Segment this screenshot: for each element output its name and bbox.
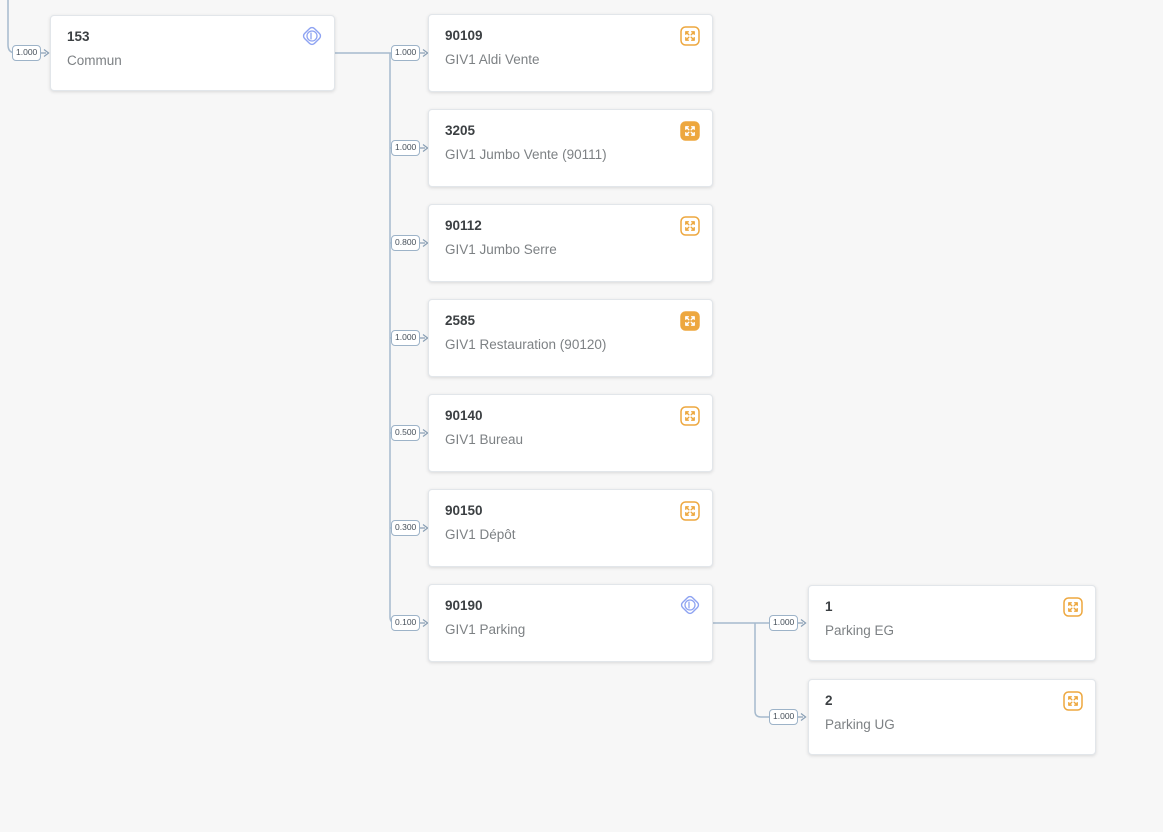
edge-weight-label: 0.100 [391, 614, 430, 632]
meter-node-card[interactable]: 2 Parking UG [808, 679, 1096, 755]
meter-node-id: 153 [67, 29, 90, 44]
edge-weight-label: 1.000 [391, 139, 430, 157]
edge-weight-value: 1.000 [12, 44, 42, 62]
meter-node-name: GIV1 Parking [445, 621, 526, 637]
meter-node-id: 90112 [445, 218, 482, 233]
meter-node-card[interactable]: 1 Parking EG [808, 585, 1096, 661]
edge-weight-value: 0.800 [391, 234, 421, 252]
virtual-meter-icon[interactable] [677, 592, 703, 618]
expand-outline-icon[interactable] [1063, 597, 1083, 617]
expand-outline-icon[interactable] [1063, 691, 1083, 711]
meter-node-id: 90109 [445, 28, 483, 43]
meter-node-name: GIV1 Dépôt [445, 526, 516, 542]
expand-filled-icon[interactable] [680, 121, 700, 141]
expand-outline-icon[interactable] [680, 406, 700, 426]
edge-arrow-icon [420, 144, 429, 152]
edge-weight-value: 1.000 [769, 614, 799, 632]
meter-node-name: Parking EG [825, 622, 895, 638]
meter-node-id: 90150 [445, 503, 483, 518]
meter-node-card[interactable]: 90112 GIV1 Jumbo Serre [428, 204, 713, 282]
expand-outline-icon[interactable] [680, 26, 700, 46]
meter-node-id: 1 [825, 599, 833, 614]
edge-arrow-icon [798, 619, 807, 627]
edge-weight-label: 1.000 [769, 708, 808, 726]
edge-arrow-icon [420, 524, 429, 532]
edge-weight-value: 1.000 [391, 139, 421, 157]
edge-weight-value: 1.000 [769, 708, 799, 726]
edge-weight-value: 0.300 [391, 519, 421, 537]
edge-arrow-icon [798, 713, 807, 721]
meter-node-name: GIV1 Restauration (90120) [445, 336, 607, 352]
meter-node-name: Commun [67, 52, 122, 68]
expand-filled-icon[interactable] [680, 311, 700, 331]
meter-node-card[interactable]: 90150 GIV1 Dépôt [428, 489, 713, 567]
expand-outline-icon[interactable] [680, 501, 700, 521]
expand-outline-icon[interactable] [680, 216, 700, 236]
edge-weight-label: 1.000 [391, 44, 430, 62]
meter-node-id: 90190 [445, 598, 483, 613]
meter-node-name: GIV1 Bureau [445, 431, 524, 447]
meter-node-card[interactable]: 2585 GIV1 Restauration (90120) [428, 299, 713, 377]
meter-node-card[interactable]: 153 Commun [50, 15, 335, 91]
edge-arrow-icon [420, 619, 429, 627]
edge-weight-label: 1.000 [769, 614, 808, 632]
edge-weight-label: 0.500 [391, 424, 430, 442]
meter-node-name: GIV1 Jumbo Serre [445, 241, 557, 257]
meter-node-card[interactable]: 90140 GIV1 Bureau [428, 394, 713, 472]
edge-weight-value: 1.000 [391, 329, 421, 347]
meter-node-id: 2 [825, 693, 833, 708]
meter-node-id: 3205 [445, 123, 476, 138]
edge-arrow-icon [420, 334, 429, 342]
edge-arrow-icon [420, 429, 429, 437]
edge-arrow-icon [420, 239, 429, 247]
meter-node-card[interactable]: 90190 GIV1 Parking [428, 584, 713, 662]
meter-node-id: 90140 [445, 408, 483, 423]
edge-weight-label: 0.300 [391, 519, 430, 537]
edge-weight-label: 1.000 [12, 44, 51, 62]
edge-weight-value: 1.000 [391, 44, 421, 62]
meter-node-name: GIV1 Jumbo Vente (90111) [445, 146, 607, 162]
edge-arrow-icon [41, 49, 50, 57]
meter-node-id: 2585 [445, 313, 476, 328]
meter-node-card[interactable]: 90109 GIV1 Aldi Vente [428, 14, 713, 92]
virtual-meter-icon[interactable] [299, 23, 325, 49]
edge-weight-value: 0.500 [391, 424, 421, 442]
meter-node-name: GIV1 Aldi Vente [445, 51, 540, 67]
meter-node-name: Parking UG [825, 716, 895, 732]
edge-weight-label: 0.800 [391, 234, 430, 252]
meter-node-card[interactable]: 3205 GIV1 Jumbo Vente (90111) [428, 109, 713, 187]
edge-weight-value: 0.100 [391, 614, 421, 632]
edge-weight-label: 1.000 [391, 329, 430, 347]
edge-arrow-icon [420, 49, 429, 57]
